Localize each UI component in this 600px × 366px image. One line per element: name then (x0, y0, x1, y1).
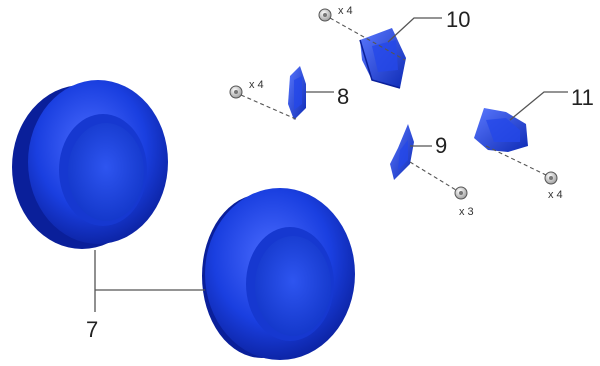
qty-11: x 4 (548, 189, 563, 201)
callout-10: 10 (446, 7, 470, 32)
fastener-10 (318, 8, 332, 22)
bracket-11 (474, 108, 528, 152)
callout-11: 11 (571, 85, 594, 110)
callout-9: 9 (435, 133, 447, 158)
callout-8: 8 (337, 84, 349, 109)
tire-left (12, 80, 168, 249)
bracket-9 (390, 124, 414, 180)
leader-11 (509, 91, 568, 121)
qty-10: x 4 (338, 5, 353, 17)
tire-right (202, 188, 355, 360)
fastener-11 (544, 171, 558, 185)
qty-9: x 3 (459, 206, 474, 218)
tires-leader (94, 250, 205, 312)
leader-10 (387, 17, 442, 43)
callout-7: 7 (86, 317, 98, 342)
qty-8: x 4 (249, 79, 264, 91)
fastener-8 (229, 85, 243, 99)
fastener-9 (454, 186, 468, 200)
bracket-8 (288, 66, 306, 120)
bracket-10 (359, 28, 406, 89)
